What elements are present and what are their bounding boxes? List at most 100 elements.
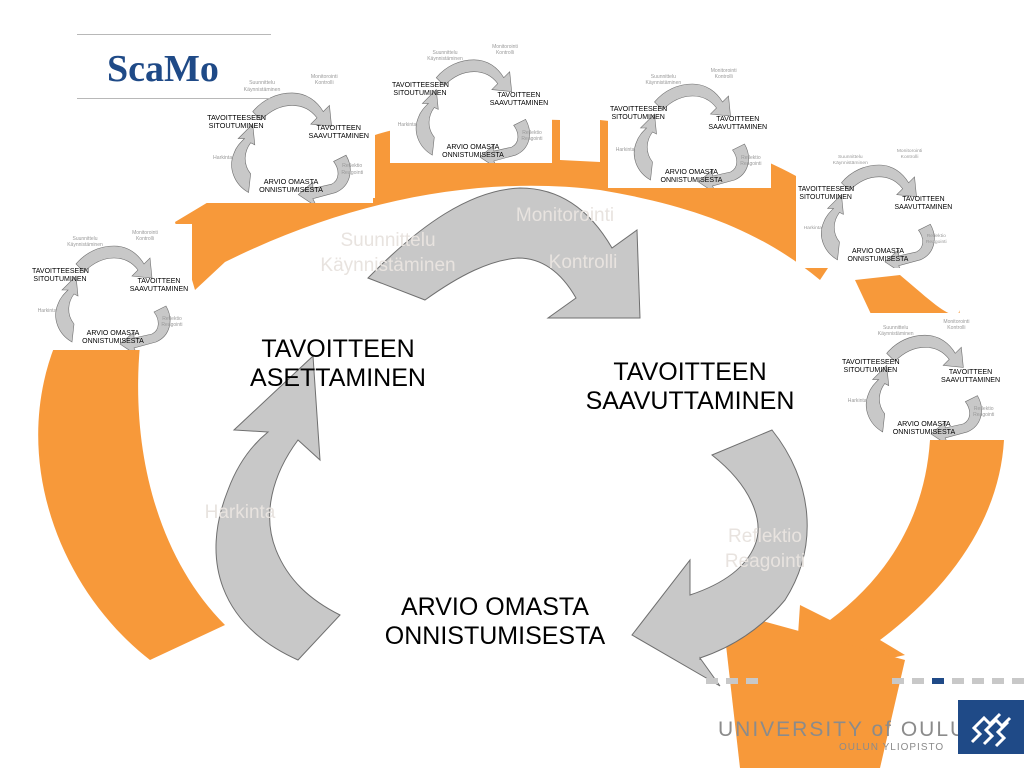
logo-square [1012,678,1024,684]
logo-rule-top [77,34,271,35]
mini-cycle: TAVOITTEESEEN SITOUTUMINEN TAVOITTEEN SAA… [796,143,956,268]
logo-square [912,678,924,684]
mini-label-consider: Harkinta [847,398,867,405]
mini-label-commit: TAVOITTEESEEN SITOUTUMINEN [207,112,267,130]
mini-label-reflect: Reflektio Reagointi [925,233,947,245]
mini-label-reach: TAVOITTEEN SAAVUTTAMINEN [129,278,189,293]
phase-monitorointi: Monitorointi [515,205,615,226]
arrow-eval-to-set [215,354,341,661]
logo-square [892,678,904,684]
mini-arrow-right [119,305,171,350]
mini-label-plan: Suunnittelu Käynnistäminen [67,236,103,248]
logo-rule-bottom [77,98,271,99]
mini-label-eval: ARVIO OMASTA ONNISTUMISESTA [660,168,723,184]
mini-cycle-arrows [55,245,171,350]
mini-label-reflect: Reflektio Reagointi [341,163,364,176]
orange-arrow-head-bottom [722,610,905,768]
arrow-reach-to-eval [631,429,808,687]
mini-cycle-arrows [415,59,530,163]
logo-square [992,678,1004,684]
mini-cycle: TAVOITTEESEEN SITOUTUMINEN TAVOITTEEN SAA… [30,224,192,350]
phase-harkinta: Harkinta [204,502,276,523]
mini-arrow-top [252,92,332,127]
mini-label-consider: Harkinta [37,308,57,314]
university-subname: OULUN YLIOPISTO [839,742,945,753]
mini-arrow-top [841,164,917,197]
phase-suunnittelu: Suunnittelu Käynnistäminen [320,230,456,276]
mini-label-plan: Suunnittelu Käynnistäminen [243,80,281,93]
mini-arrow-right [884,223,935,268]
mini-arrow-left [865,364,890,433]
arrow-plan-to-reach [367,187,641,319]
mini-label-consider: Harkinta [212,155,233,162]
mini-label-reflect: Reflektio Reagointi [521,130,543,142]
phase-kontrolli: Kontrolli [548,252,618,273]
mini-label-consider: Harkinta [803,225,822,231]
mini-label-eval: ARVIO OMASTA ONNISTUMISESTA [892,420,956,437]
label-tavoitteen-asettaminen: TAVOITTEEN ASETTAMINEN [250,335,426,392]
university-name: UNIVERSITY of OULU [718,718,968,741]
mini-arrow-top [654,83,731,117]
logo-square [932,678,944,684]
mini-label-consider: Harkinta [615,146,635,153]
scamo-logo: ScaMo [77,34,271,100]
mini-arrow-top [886,334,964,368]
mini-label-reach: TAVOITTEEN SAAVUTTAMINEN [941,367,1001,384]
label-arvio-omasta-onnistumisesta: ARVIO OMASTA ONNISTUMISESTA [384,593,606,650]
mini-arrow-top [435,59,513,92]
phase-reflektio: Reflektio Reagointi [724,526,806,572]
mini-label-plan: Suunnittelu Käynnistäminen [877,325,914,338]
mini-label-plan: Suunnittelu Käynnistäminen [645,74,682,87]
mini-label-eval: ARVIO OMASTA ONNISTUMISESTA [847,247,909,263]
mini-label-eval: ARVIO OMASTA ONNISTUMISESTA [259,176,324,195]
mini-label-monitor: Monitorointi Kontrolli [896,148,923,160]
mini-label-commit: TAVOITTEESEEN SITOUTUMINEN [32,268,89,283]
mini-arrow-left [55,275,79,343]
mini-label-reach: TAVOITTEEN SAAVUTTAMINEN [894,196,953,212]
mini-label-commit: TAVOITTEESEEN SITOUTUMINEN [842,357,900,374]
mini-arrow-right [297,154,351,203]
mini-label-monitor: Monitorointi Kontrolli [132,230,158,242]
mini-label-eval: ARVIO OMASTA ONNISTUMISESTA [442,144,504,159]
mini-label-commit: TAVOITTEESEEN SITOUTUMINEN [392,82,449,97]
mini-label-consider: Harkinta [397,122,417,128]
mini-cycle: TAVOITTEESEEN SITOUTUMINEN TAVOITTEEN SAA… [390,38,552,163]
university-emblem-icon [958,700,1024,754]
mini-label-monitor: Monitorointi Kontrolli [492,44,518,56]
mini-label-plan: Suunnittelu Käynnistäminen [832,154,868,166]
mini-arrow-right [479,118,530,163]
mini-arrow-left [415,88,439,156]
mini-label-reach: TAVOITTEEN SAAVUTTAMINEN [708,116,768,132]
mini-label-commit: TAVOITTEESEEN SITOUTUMINEN [610,106,668,122]
mini-label-monitor: Monitorointi Kontrolli [710,68,737,81]
mini-cycle: TAVOITTEESEEN SITOUTUMINEN TAVOITTEEN SAA… [205,68,373,203]
mini-cycle-arrows [865,334,982,440]
mini-label-reflect: Reflektio Reagointi [973,406,995,419]
mini-label-plan: Suunnittelu Käynnistäminen [427,50,463,62]
mini-cycle-arrows [633,83,749,188]
mini-label-reach: TAVOITTEEN SAAVUTTAMINEN [308,123,370,141]
gray-arrows [215,187,808,687]
mini-arrow-left [821,193,844,261]
mini-label-commit: TAVOITTEESEEN SITOUTUMINEN [797,186,855,202]
label-tavoitteen-saavuttaminen: TAVOITTEEN SAAVUTTAMINEN [585,358,795,415]
mini-label-reach: TAVOITTEEN SAAVUTTAMINEN [489,92,549,107]
mini-cycle: TAVOITTEESEEN SITOUTUMINEN TAVOITTEEN SAA… [608,62,771,188]
mini-cycle-arrows [231,92,351,203]
logo-square [972,678,984,684]
logo-text: ScaMo [107,48,219,90]
mini-label-eval: ARVIO OMASTA ONNISTUMISESTA [82,330,144,345]
logo-square [706,678,718,684]
mini-arrow-right [930,395,982,440]
mini-cycle-arrows [821,164,935,268]
mini-arrow-top [75,245,153,279]
orange-arc-left [38,345,225,660]
mini-arrow-left [633,113,657,181]
mini-cycle: TAVOITTEESEEN SITOUTUMINEN TAVOITTEEN SAA… [840,313,1004,440]
emblem-pattern-icon [970,712,1012,748]
logo-square [726,678,738,684]
logo-square [952,678,964,684]
university-logo: UNIVERSITY of OULU OULUN YLIOPISTO [706,676,1024,768]
mini-label-monitor: Monitorointi Kontrolli [943,319,970,332]
